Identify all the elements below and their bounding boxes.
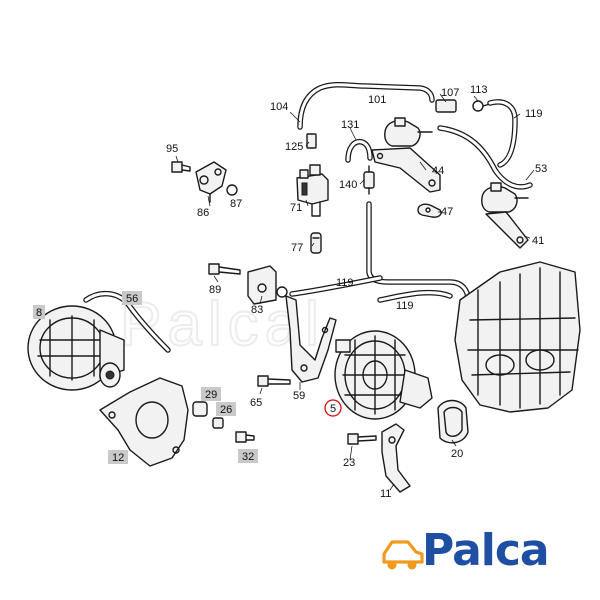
hose-connector-107[interactable] bbox=[435, 99, 457, 113]
o-ring-87[interactable] bbox=[226, 184, 238, 196]
callout-56[interactable]: 56 bbox=[126, 293, 138, 305]
logo-text: Palca bbox=[422, 525, 550, 576]
long-hose-119[interactable] bbox=[289, 201, 471, 303]
callout-26[interactable]: 26 bbox=[220, 404, 232, 416]
highlight-56 bbox=[122, 291, 142, 305]
hose-44-to-41[interactable] bbox=[437, 125, 533, 190]
callout-119-top[interactable]: 119 bbox=[525, 108, 543, 120]
callout-41[interactable]: 41 bbox=[532, 235, 544, 247]
callout-44[interactable]: 44 bbox=[432, 165, 444, 177]
highlight-26 bbox=[216, 402, 236, 416]
bolt-65[interactable] bbox=[257, 375, 291, 387]
palca-logo: Palca bbox=[378, 524, 578, 584]
callout-131[interactable]: 131 bbox=[341, 119, 359, 131]
highlight-8 bbox=[33, 305, 45, 319]
callout-125[interactable]: 125 bbox=[285, 141, 303, 153]
engine-block bbox=[454, 261, 581, 413]
callout-8[interactable]: 8 bbox=[36, 307, 42, 319]
callout-53[interactable]: 53 bbox=[535, 163, 547, 175]
connector-140[interactable] bbox=[363, 165, 375, 195]
bolt-89[interactable] bbox=[208, 263, 241, 275]
selected-callout-ring bbox=[324, 399, 342, 417]
vacuum-hose-104-101[interactable] bbox=[297, 81, 435, 130]
callout-29[interactable]: 29 bbox=[205, 389, 217, 401]
alternator-8[interactable] bbox=[27, 305, 125, 391]
bolt-95[interactable] bbox=[171, 161, 191, 173]
callout-119-mid[interactable]: 119 bbox=[336, 277, 354, 289]
nut-26[interactable] bbox=[212, 417, 224, 429]
callout-83[interactable]: 83 bbox=[251, 304, 263, 316]
callout-113[interactable]: 113 bbox=[470, 84, 488, 96]
sleeve-125[interactable] bbox=[306, 133, 317, 149]
car-logo-icon bbox=[382, 540, 424, 570]
bracket-11[interactable] bbox=[381, 423, 411, 493]
callout-59[interactable]: 59 bbox=[293, 390, 305, 402]
mounting-bracket-12[interactable] bbox=[99, 377, 189, 467]
solenoid-valve-71[interactable] bbox=[296, 164, 329, 217]
air-pump-5[interactable] bbox=[334, 330, 433, 420]
callout-20[interactable]: 20 bbox=[451, 448, 463, 460]
callout-71[interactable]: 71 bbox=[290, 202, 302, 214]
callout-119-low[interactable]: 119 bbox=[396, 300, 414, 312]
hose-131[interactable] bbox=[345, 138, 373, 163]
callout-140[interactable]: 140 bbox=[339, 179, 357, 191]
valve-41[interactable] bbox=[481, 182, 529, 249]
leader-lines bbox=[175, 93, 535, 491]
callout-5[interactable]: 5 bbox=[330, 403, 336, 415]
hose-119-top[interactable] bbox=[487, 99, 518, 168]
callout-95[interactable]: 95 bbox=[166, 143, 178, 155]
bushing-29[interactable] bbox=[192, 401, 208, 417]
sensor-86[interactable] bbox=[195, 161, 227, 203]
callout-104[interactable]: 104 bbox=[270, 101, 288, 113]
callout-89[interactable]: 89 bbox=[209, 284, 221, 296]
callout-87[interactable]: 87 bbox=[230, 198, 242, 210]
bolt-32[interactable] bbox=[235, 431, 255, 443]
callout-107[interactable]: 107 bbox=[441, 87, 459, 99]
callout-47[interactable]: 47 bbox=[441, 206, 453, 218]
highlight-29 bbox=[201, 387, 221, 401]
bracket-83[interactable] bbox=[247, 265, 288, 305]
filter-77[interactable] bbox=[310, 232, 322, 254]
highlight-12 bbox=[108, 450, 128, 464]
gasket-20[interactable] bbox=[437, 399, 469, 444]
callout-65[interactable]: 65 bbox=[250, 397, 262, 409]
callout-11[interactable]: 11 bbox=[380, 488, 391, 500]
gasket-47[interactable] bbox=[417, 203, 442, 218]
callout-23[interactable]: 23 bbox=[343, 457, 355, 469]
valve-44[interactable] bbox=[371, 117, 441, 193]
callout-12[interactable]: 12 bbox=[112, 452, 124, 464]
bolt-23[interactable] bbox=[347, 433, 377, 445]
callout-101[interactable]: 101 bbox=[368, 94, 386, 106]
callout-77[interactable]: 77 bbox=[291, 242, 303, 254]
highlight-32 bbox=[238, 449, 258, 463]
bracket-59[interactable] bbox=[285, 295, 337, 383]
callout-86[interactable]: 86 bbox=[197, 207, 209, 219]
callout-32[interactable]: 32 bbox=[242, 451, 254, 463]
